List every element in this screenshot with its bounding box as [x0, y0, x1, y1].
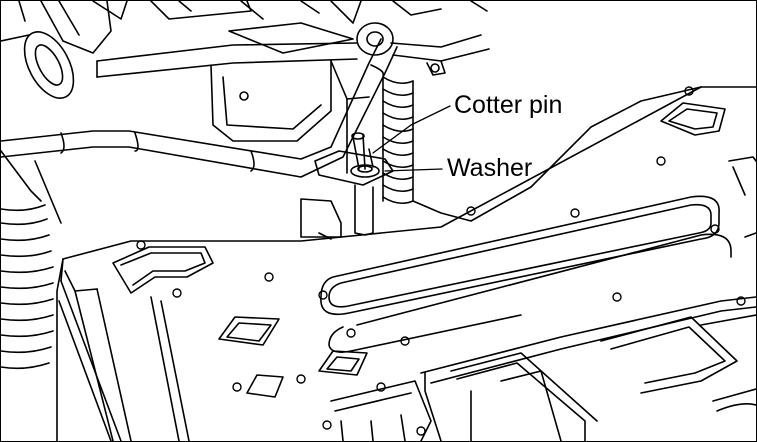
- base-plate: [56, 86, 756, 441]
- callout-leaders: [372, 105, 451, 172]
- top-pivot: [356, 22, 490, 76]
- callout-cotter-pin: Cotter pin: [454, 91, 563, 119]
- right-coil-spring: [382, 76, 414, 205]
- lifting-eye: [1, 1, 75, 99]
- upper-frame-assembly: [40, 1, 488, 174]
- left-coil-spring: [1, 150, 62, 370]
- bent-tube: [1, 38, 398, 178]
- callout-washer: Washer: [447, 154, 533, 182]
- plate-holes: [136, 86, 746, 436]
